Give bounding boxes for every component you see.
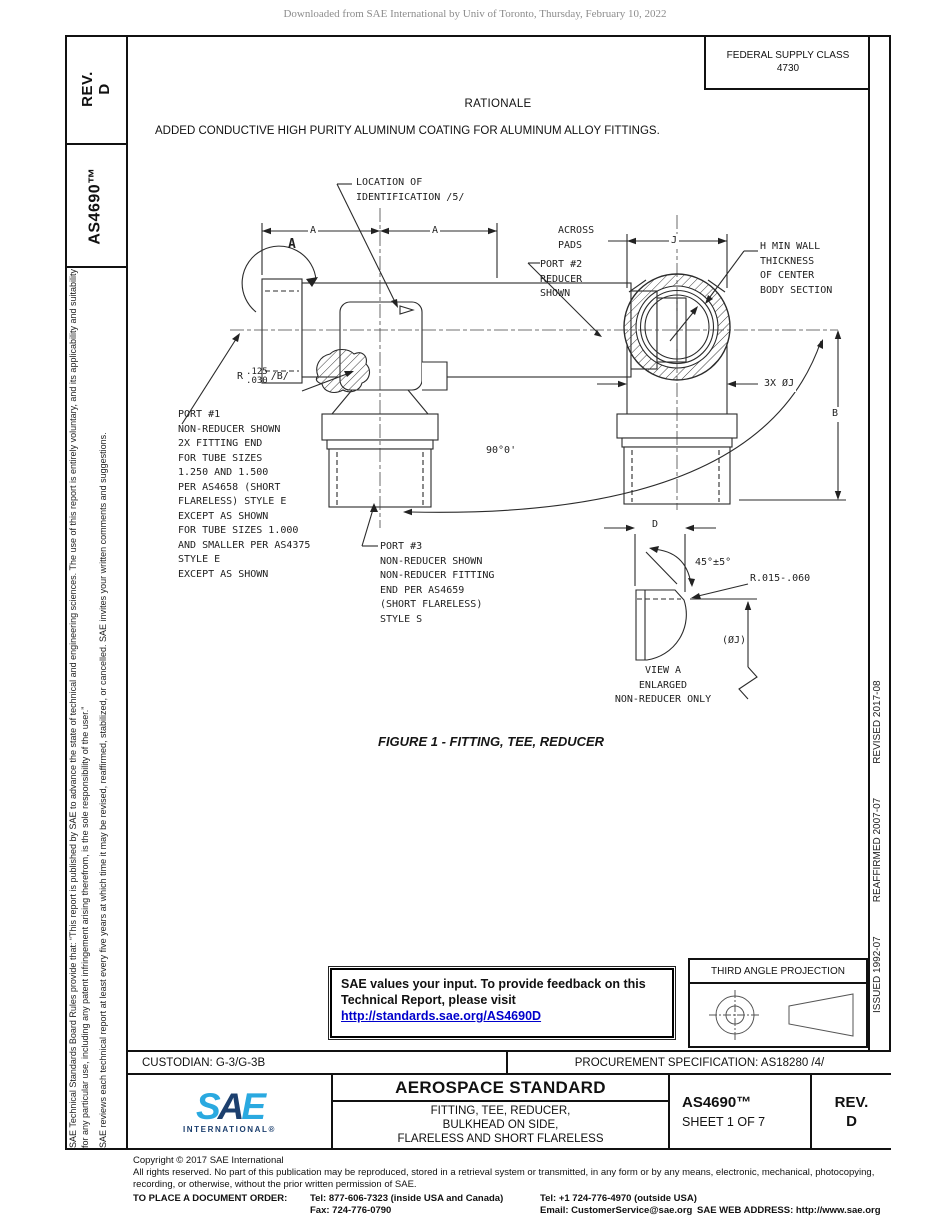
logo-letter-e: E bbox=[241, 1085, 266, 1127]
fillet-r-prefix: R bbox=[237, 370, 244, 382]
port2-note: PORT #2 REDUCER SHOWN bbox=[540, 259, 583, 299]
doc-number: AS4690™ bbox=[682, 1094, 752, 1111]
federal-supply-class-value: 4730 bbox=[776, 62, 800, 74]
sheet-number: SHEET 1 OF 7 bbox=[682, 1115, 766, 1129]
page-border bbox=[65, 35, 891, 1150]
rights-line-2: recording, or otherwise, without the pri… bbox=[133, 1179, 417, 1190]
title-line-1: FITTING, TEE, REDUCER, bbox=[430, 1105, 571, 1117]
feedback-text: SAE values your input. To provide feedba… bbox=[341, 977, 646, 1007]
federal-supply-class-label: FEDERAL SUPPLY CLASS bbox=[726, 49, 850, 61]
copyright-line: Copyright © 2017 SAE International bbox=[133, 1155, 284, 1166]
left-band-divider bbox=[126, 35, 128, 1148]
title-block: SAE INTERNATIONAL® AEROSPACE STANDARD FI… bbox=[128, 1075, 891, 1148]
rev-cell-label: REV. bbox=[834, 1093, 869, 1111]
doc-number-cell: AS4690™ SHEET 1 OF 7 bbox=[670, 1075, 812, 1148]
title-line-2: BULKHEAD ON SIDE, bbox=[442, 1119, 559, 1131]
sae-logo: SAE INTERNATIONAL® bbox=[128, 1075, 333, 1148]
download-banner: Downloaded from SAE International by Uni… bbox=[283, 8, 667, 20]
document-title: FITTING, TEE, REDUCER, BULKHEAD ON SIDE,… bbox=[333, 1102, 668, 1148]
rev-cell: REV. D bbox=[812, 1075, 891, 1148]
angle-45-label: 45°±5° bbox=[693, 556, 734, 571]
custodian-row: CUSTODIAN: G-3/G-3B PROCUREMENT SPECIFIC… bbox=[128, 1050, 891, 1075]
rev-box: REV. D bbox=[65, 35, 128, 145]
email-address: Email: CustomerService@sae.org bbox=[540, 1205, 693, 1216]
reaffirmed-date: REAFFIRMED 2007-07 bbox=[872, 797, 883, 903]
dim-oj-ref: (ØJ) bbox=[722, 635, 747, 646]
dim-d: D bbox=[650, 518, 661, 533]
fillet-r-top: .125 bbox=[246, 367, 268, 377]
view-a-caption: VIEW A ENLARGED NON-REDUCER ONLY bbox=[614, 665, 712, 705]
title-line-3: FLARELESS AND SHORT FLARELESS bbox=[397, 1133, 604, 1145]
disclaimer-paragraph-1: SAE Technical Standards Board Rules prov… bbox=[68, 269, 90, 1148]
tel-inside: Tel: 877-606-7323 (inside USA and Canada… bbox=[310, 1193, 504, 1204]
doc-number-box: AS4690™ bbox=[65, 145, 128, 268]
logo-subtext: INTERNATIONAL® bbox=[182, 1124, 277, 1134]
right-band-divider bbox=[868, 35, 870, 1050]
third-angle-projection-icon bbox=[709, 990, 854, 1040]
procurement-cell: PROCUREMENT SPECIFICATION: AS18280 /4/ bbox=[574, 1056, 825, 1069]
tel-outside: Tel: +1 724-776-4970 (outside USA) bbox=[540, 1193, 697, 1204]
rationale-text: ADDED CONDUCTIVE HIGH PURITY ALUMINUM CO… bbox=[155, 125, 660, 137]
projection-box-label: THIRD ANGLE PROJECTION bbox=[690, 960, 866, 984]
corner-radius-label: R.015-.060 bbox=[750, 573, 811, 584]
order-label: TO PLACE A DOCUMENT ORDER: bbox=[133, 1193, 288, 1204]
port1-note: PORT #1 NON-REDUCER SHOWN 2X FITTING END… bbox=[178, 409, 311, 580]
angle-90-label: 90°0' bbox=[484, 444, 519, 459]
fillet-r-bottom: .030 bbox=[246, 376, 268, 386]
h-min-wall-note: H MIN WALL THICKNESS OF CENTER BODY SECT… bbox=[760, 241, 833, 296]
dim-a-right: A bbox=[430, 224, 441, 239]
dim-b: B bbox=[830, 407, 841, 422]
port3-note: PORT #3 NON-REDUCER SHOWN NON-REDUCER FI… bbox=[380, 541, 495, 625]
feedback-box: SAE values your input. To provide feedba… bbox=[328, 966, 676, 1040]
logo-letter-a: A bbox=[217, 1085, 245, 1127]
across-pads-label: ACROSS PADS bbox=[558, 225, 595, 251]
projection-box: THIRD ANGLE PROJECTION bbox=[688, 958, 868, 1048]
disclaimer-paragraph-2: SAE reviews each technical report at lea… bbox=[98, 432, 108, 1148]
sidebar-disclaimer: SAE Technical Standards Board Rules prov… bbox=[68, 266, 110, 1148]
fillet-r-suffix: /B/ bbox=[270, 370, 289, 382]
doc-number-vertical: AS4690™ bbox=[86, 166, 104, 245]
dim-3xoj-label: 3X ØJ bbox=[762, 377, 797, 392]
federal-supply-class-box: FEDERAL SUPPLY CLASS 4730 bbox=[704, 35, 870, 90]
figure-caption: FIGURE 1 - FITTING, TEE, REDUCER bbox=[378, 734, 605, 749]
figure-1-line-art bbox=[181, 183, 846, 700]
location-id-note: LOCATION OF IDENTIFICATION /5/ bbox=[356, 177, 465, 203]
fillet-radius-callout: R .125 .030 /B/ bbox=[237, 368, 289, 386]
rights-line-1: All rights reserved. No part of this pub… bbox=[133, 1167, 875, 1178]
logo-letter-s: S bbox=[195, 1085, 221, 1127]
fax-number: Fax: 724-776-0790 bbox=[310, 1205, 392, 1216]
custodian-cell: CUSTODIAN: G-3/G-3B bbox=[128, 1052, 508, 1073]
copyright-block: Copyright © 2017 SAE International All r… bbox=[133, 1155, 923, 1217]
rev-cell-value: D bbox=[846, 1112, 857, 1130]
rationale-title: RATIONALE bbox=[464, 98, 532, 110]
dim-a-left: A bbox=[308, 224, 319, 239]
web-address: SAE WEB ADDRESS: http://www.sae.org bbox=[697, 1205, 881, 1216]
rev-label: REV. D bbox=[78, 71, 113, 107]
issued-date: ISSUED 1992-07 bbox=[872, 936, 883, 1013]
view-a-arrow-label: A bbox=[288, 237, 296, 252]
dim-j: J bbox=[669, 234, 680, 249]
feedback-link[interactable]: http://standards.sae.org/AS4690D bbox=[341, 1009, 542, 1023]
standard-type: AEROSPACE STANDARD bbox=[333, 1075, 668, 1102]
